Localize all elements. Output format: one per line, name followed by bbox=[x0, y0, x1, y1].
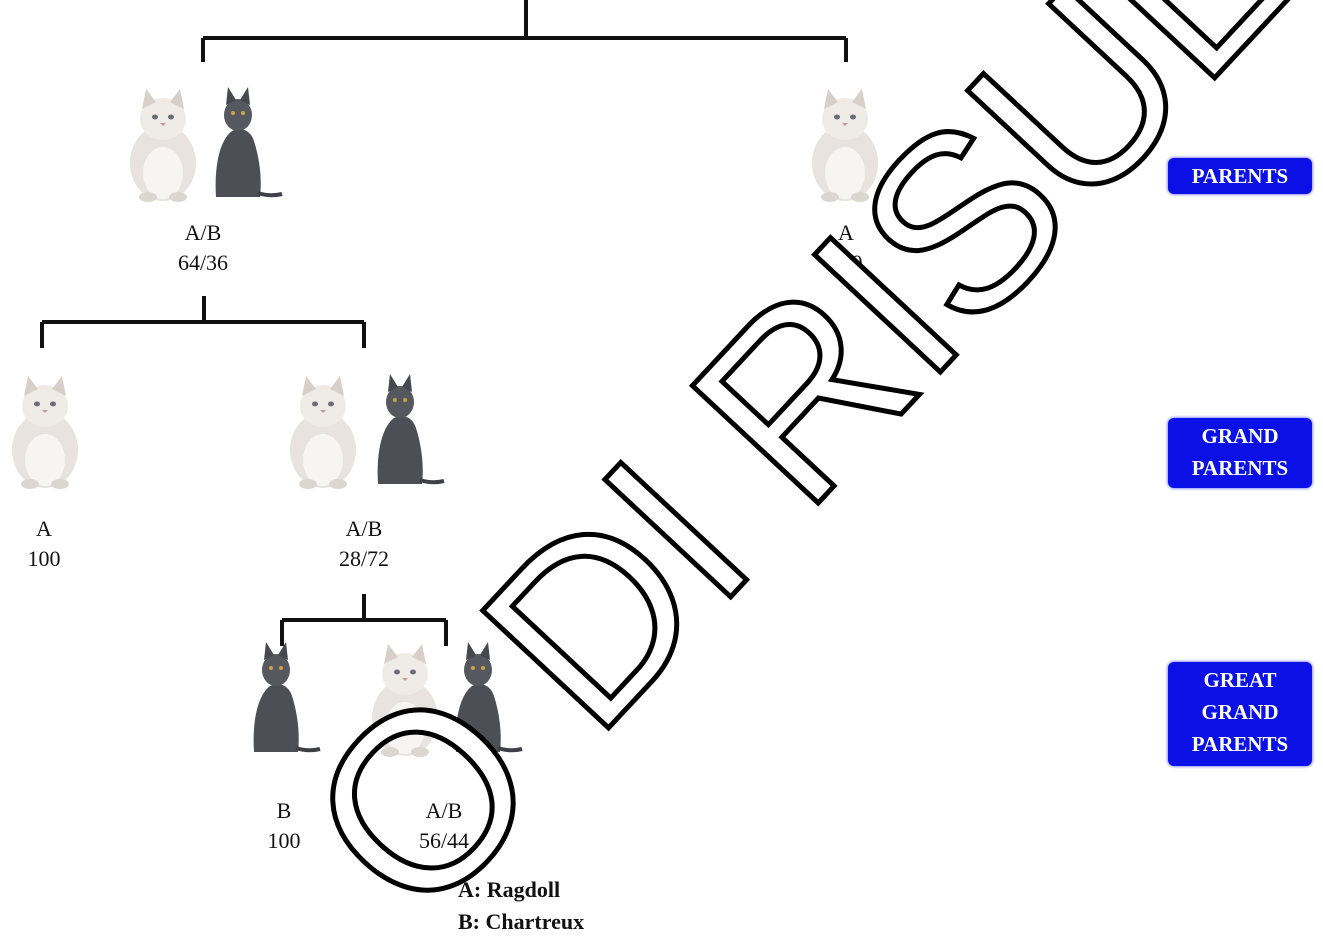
grandparent-1-percent: 100 bbox=[27, 546, 61, 571]
grandparent-1-label: A 100 bbox=[0, 514, 104, 574]
great-grandparents-badge-line-2: GRAND bbox=[1201, 700, 1279, 724]
legend: A: Ragdoll B: Chartreux bbox=[458, 874, 584, 938]
chartreux-cat-icon bbox=[453, 640, 524, 754]
parent-2-label: A 100 bbox=[786, 218, 906, 278]
chartreux-cat-icon bbox=[213, 85, 284, 199]
grandparent-2-breeds: A/B bbox=[345, 516, 383, 541]
ragdoll-cat-icon bbox=[12, 376, 78, 489]
legend-ragdoll: A: Ragdoll bbox=[458, 877, 561, 902]
tree-connectors bbox=[40, 0, 848, 646]
great-grandparents-badge-line-3: PARENTS bbox=[1191, 732, 1289, 756]
parent-1-percent: 64/36 bbox=[177, 250, 229, 275]
parents-badge: PARENTS bbox=[1168, 158, 1312, 194]
ragdoll-cat-icon bbox=[812, 89, 878, 202]
chartreux-cat-icon bbox=[251, 640, 322, 754]
great-grandparent-2-breeds: A/B bbox=[425, 798, 463, 823]
legend-chartreux: B: Chartreux bbox=[458, 909, 585, 934]
great-grandparents-badge: GREAT GRAND PARENTS bbox=[1168, 662, 1312, 766]
parent-1-breeds: A/B bbox=[184, 220, 222, 245]
great-grandparent-1-percent: 100 bbox=[267, 828, 301, 853]
grandparents-badge-line-2: PARENTS bbox=[1191, 456, 1289, 480]
parent-2-breeds: A bbox=[838, 220, 854, 245]
great-grandparent-2-label: A/B 56/44 bbox=[384, 796, 504, 856]
grandparents-badge: GRAND PARENTS bbox=[1168, 418, 1312, 488]
grandparent-2-label: A/B 28/72 bbox=[304, 514, 424, 574]
great-grandparents-badge-line-1: GREAT bbox=[1203, 668, 1277, 692]
parent-1-label: A/B 64/36 bbox=[143, 218, 263, 278]
parents-badge-line-1: PARENTS bbox=[1191, 164, 1289, 188]
grandparent-1-breeds: A bbox=[36, 516, 52, 541]
ragdoll-cat-icon bbox=[130, 89, 196, 202]
great-grandparent-1-label: B 100 bbox=[224, 796, 344, 856]
ragdoll-cat-icon bbox=[290, 376, 356, 489]
parent-2-percent: 100 bbox=[829, 250, 863, 275]
grandparents-badge-line-1: GRAND bbox=[1201, 424, 1279, 448]
grandparent-2-percent: 28/72 bbox=[338, 546, 390, 571]
chartreux-cat-icon bbox=[375, 372, 446, 486]
great-grandparent-2-percent: 56/44 bbox=[418, 828, 470, 853]
great-grandparent-1-breeds: B bbox=[276, 798, 292, 823]
ragdoll-cat-icon bbox=[372, 644, 438, 757]
